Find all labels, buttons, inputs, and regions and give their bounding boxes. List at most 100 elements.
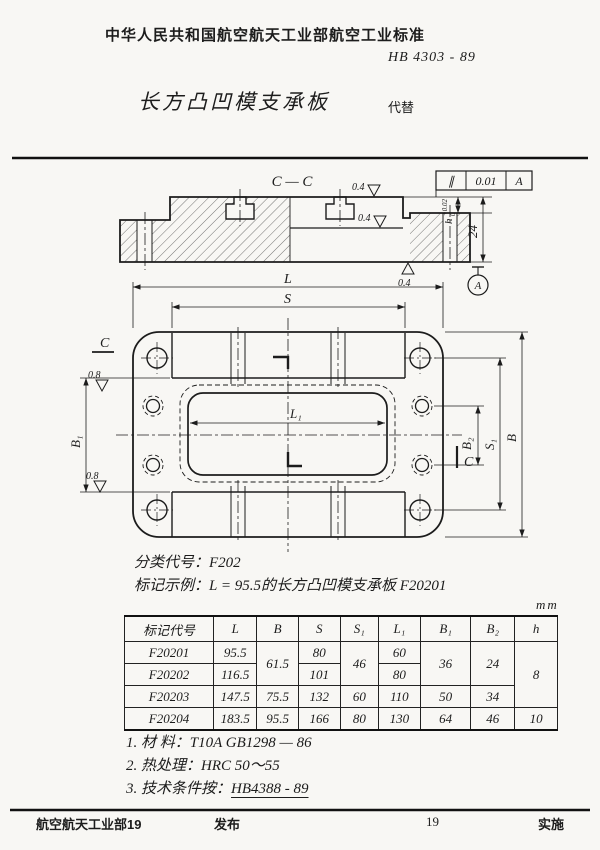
section-letter-bottom: C (464, 455, 474, 470)
tolerance-value: 0.01 (476, 174, 497, 188)
cell-S1: 60 (339, 685, 379, 708)
unit-label: mm (536, 597, 559, 612)
roughness-value: 0.4 (398, 278, 411, 289)
step-height-upper-tol: +0.02 (441, 199, 449, 216)
roughness-value: 0.8 (86, 471, 99, 482)
footer-issuer: 航空航天工业部19 (36, 817, 142, 832)
part-title: 长方凸凹模支承板 (138, 90, 330, 114)
roughness-marks-08: 0.8 0.8 (86, 370, 109, 494)
dimension-table: 标记代号 L B S S₁ L₁ B₁ B₂ h F20201 95.5 61.… (123, 615, 558, 731)
table-row: F20204 183.5 95.5 166 80 130 64 46 10 (123, 707, 558, 731)
designation-example-label: 标记示例： (134, 578, 210, 594)
supersedes-label: 代替 (388, 100, 415, 115)
col-header-S1: S₁ (339, 615, 379, 642)
cell-L: 95.5 (213, 641, 258, 664)
notes-block: 1. 材 料：T10A GB1298 — 86 2. 热处理：HRC 50～55… (126, 732, 312, 801)
dim-B1: B₁ (68, 436, 83, 448)
dim-S: S (284, 292, 291, 307)
section-view: C — C (119, 174, 471, 270)
dim-S1: S₁ (482, 439, 497, 450)
cell-L: 183.5 (213, 707, 258, 731)
dim-L1: L₁ (289, 406, 302, 421)
table-row: F20201 95.5 61.5 80 46 60 36 24 8 (123, 641, 558, 708)
cell-S1: 80 (339, 707, 379, 731)
classification-code-label: 分类代号： (134, 555, 210, 571)
t-slot (225, 196, 255, 220)
cell-L: 116.5 (213, 663, 258, 686)
cell-h: 10 (514, 707, 558, 731)
table-row: F20203 147.5 75.5 132 60 110 50 34 (123, 685, 558, 708)
col-header-L: L (213, 615, 258, 642)
note-tech-conditions-value: HB4388 - 89 (231, 781, 309, 797)
step-height-lower-tol: 0 (449, 212, 457, 216)
cell-L: 147.5 (213, 685, 258, 708)
cell-S: 101 (297, 663, 341, 686)
designation-example-line: 标记示例：L = 95.5的长方凸凹模支承板 F20201 (134, 574, 446, 595)
cutting-plane-mark (286, 452, 302, 468)
col-header-B: B (256, 615, 299, 642)
cell-L1: 110 (377, 685, 421, 708)
dim-L: L (283, 272, 292, 287)
cell-code: F20202 (123, 663, 215, 686)
cell-B: 61.5 (256, 641, 299, 686)
classification-code: F202 (209, 555, 241, 571)
cell-S: 132 (297, 685, 341, 708)
datum-flag-label: A (474, 280, 482, 292)
note-tech-conditions-label: 3. 技术条件按： (126, 781, 232, 797)
cell-S: 80 (297, 641, 341, 664)
cell-L1: 80 (377, 663, 421, 686)
standard-number: HB 4303 - 89 (388, 50, 476, 65)
roughness-value: 0.4 (358, 213, 371, 224)
table-header-row: 标记代号 L B S S₁ L₁ B₁ B₂ h (123, 615, 558, 642)
cell-S1: 46 (339, 641, 379, 686)
designation-example: L = 95.5的长方凸凹模支承板 F20201 (209, 578, 447, 594)
cell-B2: 46 (470, 707, 516, 731)
cell-B2: 24 (470, 641, 516, 686)
cell-L1: 60 (377, 641, 421, 664)
section-dimensions: h +0.02 0 24 A (403, 196, 492, 296)
tolerance-datum: A (514, 174, 523, 188)
cell-h: 8 (514, 641, 558, 708)
cell-code: F20201 (123, 641, 215, 664)
plan-dimensions: L S L₁ B₁ B₂ S₁ (68, 272, 528, 538)
plan-view: C C (92, 318, 474, 552)
cell-B: 75.5 (256, 685, 299, 708)
cell-code: F20203 (123, 685, 215, 708)
cell-B: 95.5 (256, 707, 299, 731)
dim-B2: B₂ (459, 437, 474, 450)
cell-L1: 130 (377, 707, 421, 731)
dim-B: B (504, 434, 519, 442)
classification-code-line: 分类代号：F202 (134, 551, 241, 572)
parallelism-tolerance-frame: ∥ 0.01 A (435, 170, 533, 197)
cell-B2: 34 (470, 685, 516, 708)
col-header-h: h (514, 615, 558, 642)
footer-issue-label: 发布 (214, 817, 241, 832)
screw-holes (142, 395, 433, 476)
step-height-dim: h (443, 218, 455, 224)
cutting-plane-mark (273, 355, 290, 369)
footer-page-number: 19 (426, 814, 439, 829)
section-title: C — C (272, 174, 314, 190)
cell-B1: 36 (419, 641, 472, 686)
standard-body-line: 中华人民共和国航空航天工业部航空工业标准 (104, 27, 425, 44)
col-header-B2: B₂ (470, 615, 516, 642)
roughness-value: 0.4 (352, 182, 365, 193)
t-slot (325, 196, 355, 220)
cell-S: 166 (297, 707, 341, 731)
thickness-dim: 24 (465, 225, 480, 239)
note-tech-conditions: 3. 技术条件按：HB4388 - 89 (126, 778, 312, 801)
roughness-value: 0.8 (88, 370, 101, 381)
col-header-S: S (297, 615, 341, 642)
footer-implement-label: 实施 (538, 817, 565, 832)
col-header-L1: L₁ (377, 615, 421, 642)
col-header-code: 标记代号 (123, 615, 215, 642)
section-letter-top: C (100, 336, 110, 351)
parallelism-icon: ∥ (448, 174, 455, 188)
cell-B1: 64 (419, 707, 472, 731)
col-header-B1: B₁ (419, 615, 472, 642)
cell-code: F20204 (123, 707, 215, 731)
note-heat-treatment: 2. 热处理：HRC 50～55 (126, 758, 280, 774)
roughness-marks-04: 0.4 0.4 0.4 (352, 182, 415, 289)
